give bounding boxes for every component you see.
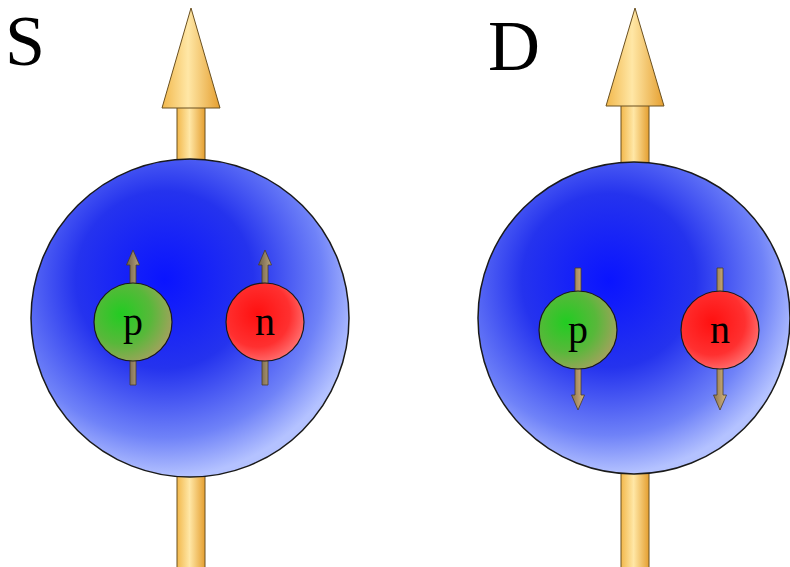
nucleus-sphere: Dpn [477, 161, 790, 475]
nucleon-shape [539, 291, 617, 369]
nucleon-shape [94, 283, 172, 361]
sphere-shape [31, 159, 349, 477]
sphere-shape [478, 162, 790, 474]
state-label: D [488, 10, 540, 82]
nucleon-label: p [123, 302, 143, 342]
nucleon-circle: n [225, 282, 305, 362]
nucleus-sphere: Spn [30, 158, 350, 478]
nucleon-circle: p [93, 282, 173, 362]
state-label: S [5, 5, 45, 77]
nucleon-label: n [255, 302, 275, 342]
nucleon-shape [226, 283, 304, 361]
nucleon-label: p [568, 310, 588, 350]
nucleon-circle: p [538, 290, 618, 370]
nucleon-circle: n [680, 290, 760, 370]
nucleon-label: n [710, 310, 730, 350]
nucleon-shape [681, 291, 759, 369]
